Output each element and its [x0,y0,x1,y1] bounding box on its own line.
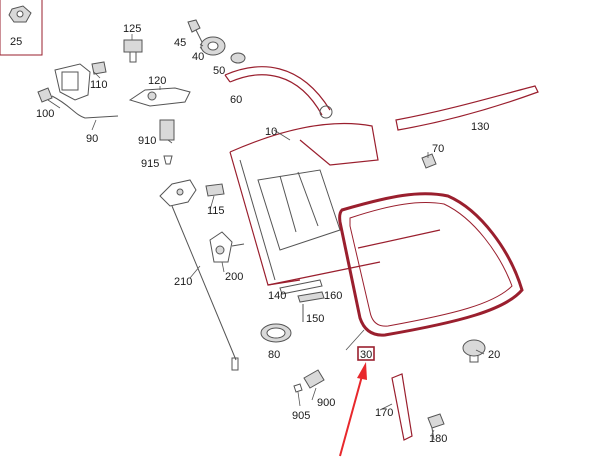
hinge-200-icon [209,231,245,263]
clip-nut-icon [8,5,32,23]
trim-strip-170 [391,373,413,441]
callout-915: 915 [141,158,159,170]
callout-30: 30 [360,349,372,361]
window-seal-30 [338,192,524,337]
bracket-120-icon [128,87,191,165]
callout-900: 900 [317,397,335,409]
callout-50: 50 [213,65,225,77]
grommet-80-icon [260,323,292,343]
callout-910: 910 [138,135,156,147]
bolt-125-icon [123,39,143,63]
callout-45: 45 [174,37,186,49]
callout-120: 120 [148,75,166,87]
window-frame-10 [229,122,381,286]
callout-115: 115 [207,205,225,217]
screw-180-icon [427,413,445,441]
callout-80: 80 [268,349,280,361]
seal-strip-140 [279,279,325,322]
callout-25: 25 [10,36,22,48]
callout-180: 180 [429,433,447,445]
callout-130: 130 [471,121,489,133]
callout-160: 160 [324,290,342,302]
washer-40-icon [200,36,226,56]
callout-60: 60 [230,94,242,106]
cap-20-icon [462,339,486,363]
callout-40: 40 [192,51,204,63]
screw-70-icon [421,153,437,169]
callout-140: 140 [268,290,286,302]
bolt-115-icon [205,183,225,197]
callout-100: 100 [36,108,54,120]
clip-50-icon [230,52,246,64]
callout-70: 70 [432,143,444,155]
highlight-box [357,346,375,361]
callout-200: 200 [225,271,243,283]
callout-210: 210 [174,276,192,288]
upper-trim-60 [224,66,333,119]
callout-170: 170 [375,407,393,419]
callout-110: 110 [90,79,108,91]
callout-20: 20 [488,349,500,361]
clip-900-icon [293,369,325,393]
latch-assembly [37,61,119,119]
callout-905: 905 [292,410,310,422]
rod-210 [159,179,239,371]
callout-125: 125 [123,23,141,35]
leader-lines [47,34,485,435]
pointer-arrow [339,362,367,457]
molding-130 [395,85,539,131]
inset-box [0,0,43,56]
callout-10: 10 [265,126,277,138]
callout-90: 90 [86,133,98,145]
callout-150: 150 [306,313,324,325]
